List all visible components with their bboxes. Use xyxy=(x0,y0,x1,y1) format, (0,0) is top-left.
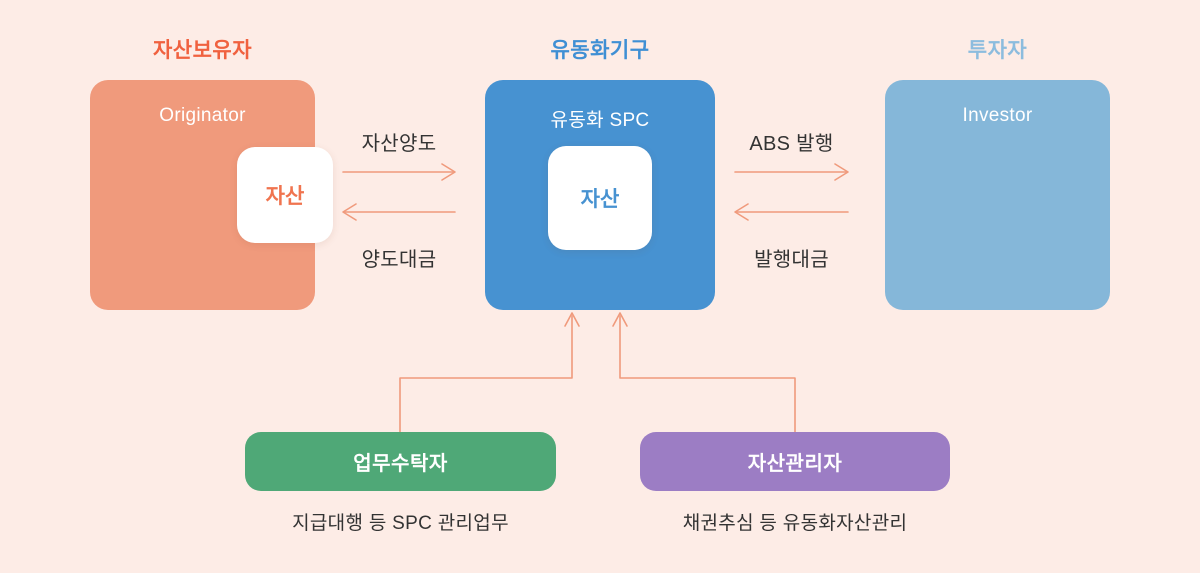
label-issue-proceeds: 발행대금 xyxy=(754,249,829,271)
originator-asset-label: 자산 xyxy=(265,185,305,208)
connector-asset-manager xyxy=(619,315,796,433)
asset-manager-label: 자산관리자 xyxy=(747,453,843,475)
header-asset-holder: 자산보유자 xyxy=(152,39,253,62)
spc-label: 유동화 SPC xyxy=(550,110,650,131)
asset-manager-caption: 채권추심 등 유동화자산관리 xyxy=(682,513,908,534)
originator-label: Originator xyxy=(159,105,246,126)
investor-box: Investor xyxy=(885,80,1110,310)
header-securitization-vehicle: 유동화기구 xyxy=(550,39,650,62)
label-transfer-payment: 양도대금 xyxy=(361,249,437,271)
label-asset-transfer: 자산양도 xyxy=(361,133,437,155)
trustee-box: 업무수탁자 xyxy=(245,432,556,491)
arrowhead-abs-issue xyxy=(834,163,849,181)
arrowhead-trustee xyxy=(564,312,580,327)
spc-asset-chip: 자산 xyxy=(548,146,652,250)
connector-trustee xyxy=(399,315,573,433)
asset-manager-box: 자산관리자 xyxy=(640,432,950,491)
originator-asset-chip: 자산 xyxy=(237,147,333,243)
arrowhead-transfer-payment xyxy=(342,203,357,221)
investor-label: Investor xyxy=(962,105,1033,126)
label-abs-issue: ABS 발행 xyxy=(749,133,834,155)
arrowhead-issue-proceeds xyxy=(734,203,749,221)
arrowhead-asset-manager xyxy=(612,312,628,327)
spc-asset-label: 자산 xyxy=(580,188,620,211)
trustee-label: 업무수탁자 xyxy=(353,453,448,475)
trustee-caption: 지급대행 등 SPC 관리업무 xyxy=(292,513,509,534)
arrowhead-asset-transfer xyxy=(441,163,456,181)
header-investor: 투자자 xyxy=(967,39,1028,62)
